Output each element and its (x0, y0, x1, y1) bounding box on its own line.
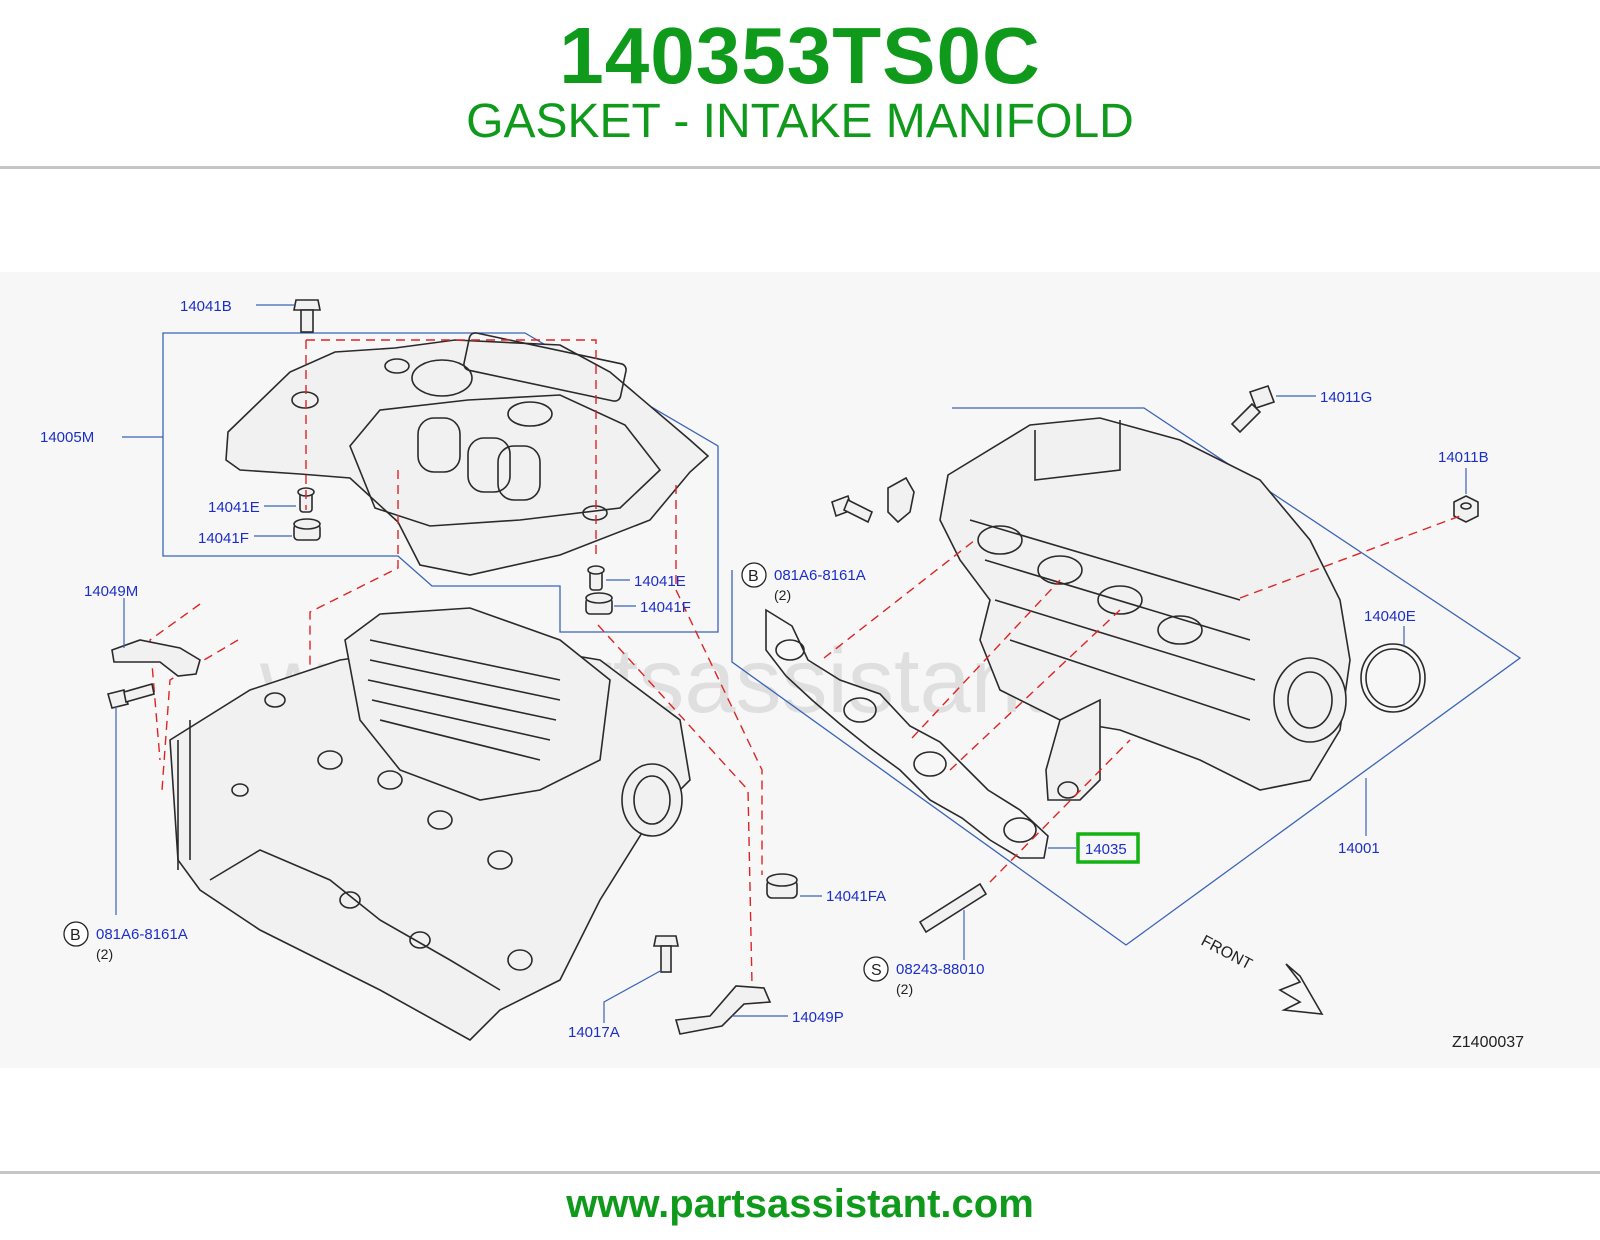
bolt-081A6-left (107, 682, 155, 709)
symbol-s: S (871, 962, 882, 979)
engine-cover-group (149, 299, 763, 986)
align-line-2 (306, 339, 597, 560)
grommet-14041F-right (585, 592, 613, 615)
cover-slot-1 (417, 417, 461, 473)
callout-14017A: 14017A (568, 1024, 620, 1041)
callout-14011B: 14011B (1438, 449, 1489, 466)
throttle-body-left (621, 763, 683, 837)
manifold-runner-lines (969, 519, 1256, 721)
align-line-3 (675, 485, 763, 875)
manifold-ribs (367, 639, 561, 761)
cover-logo-oval (507, 401, 553, 427)
bolt-081A6-right (831, 494, 874, 524)
footer-website-url[interactable]: www.partsassistant.com (566, 1182, 1034, 1226)
cover-mount-hole-2 (384, 358, 410, 374)
nut-14011B (1453, 495, 1479, 523)
callout-081A6-left-group: B 081A6-8161A (2) (63, 921, 188, 962)
bolt-14041B (293, 299, 321, 333)
page-header: 140353TS0C GASKET - INTAKE MANIFOLD (0, 0, 1600, 168)
callout-14041E-left: 14041E (208, 499, 260, 516)
header-divider (0, 166, 1600, 169)
diagram-reference-code: Z1400037 (1452, 1034, 1524, 1051)
callout-14041E-right: 14041E (634, 573, 686, 590)
align-line-8 (823, 539, 976, 659)
callout-14049P: 14049P (792, 1009, 844, 1026)
align-line-11 (989, 739, 1131, 883)
align-line-7 (161, 639, 239, 791)
callout-labels: 14041B 14005M 14041E 14041F 14041E 14041… (40, 298, 1524, 1051)
align-line-10 (949, 609, 1121, 771)
callout-14041FA: 14041FA (826, 888, 886, 905)
callout-081A6-right-group: B 081A6-8161A (2) (741, 562, 866, 603)
footer-divider (0, 1171, 1600, 1174)
grommet-14041FA (766, 873, 798, 899)
part-number-title: 140353TS0C (559, 11, 1041, 100)
symbol-b-right: B (748, 568, 759, 585)
callout-14049M: 14049M (84, 583, 138, 600)
manifold-support-leg (1045, 698, 1101, 801)
front-label: FRONT (1198, 933, 1255, 974)
bracket-14049M (111, 639, 201, 677)
callout-08243-88010: 08243-88010 (896, 961, 984, 978)
intake-manifold-group (731, 384, 1522, 946)
qty-081A6-left: (2) (96, 946, 113, 962)
manifold-throttle-flange (1273, 657, 1347, 743)
manifold-top-rail (1034, 420, 1121, 481)
leader-lines (115, 304, 1467, 1023)
callout-14041B: 14041B (180, 298, 232, 315)
callout-14041F-right: 14041F (640, 599, 691, 616)
cover-mount-hole-1 (291, 391, 319, 409)
callout-14040E: 14040E (1364, 608, 1416, 625)
highlight-box-14035 (1076, 832, 1140, 864)
align-line-9 (911, 579, 1061, 739)
cover-slot-2 (467, 437, 511, 493)
callout-14011G: 14011G (1320, 389, 1372, 406)
bolt-14017A (653, 935, 679, 973)
manifold-group-frame (731, 407, 1522, 946)
block-bracket (177, 720, 191, 870)
callout-081A6-right: 081A6-8161A (774, 567, 866, 584)
align-line-6 (149, 603, 201, 761)
grommet-14041F-left (293, 518, 321, 541)
callout-08243-group: S 08243-88010 (2) (863, 956, 984, 997)
cover-badge-plate (463, 332, 627, 402)
callout-14005M: 14005M (40, 429, 94, 446)
oil-cap-opening (411, 359, 473, 397)
qty-08243-88010: (2) (896, 981, 913, 997)
sensor-component (887, 476, 915, 524)
engine-block (169, 607, 691, 1041)
callout-14035: 14035 (1085, 841, 1127, 858)
callout-14001: 14001 (1338, 840, 1380, 857)
bolt-14011G (1230, 384, 1276, 434)
engine-cover (225, 339, 710, 576)
qty-081A6-right: (2) (774, 587, 791, 603)
stud-08243-88010 (918, 882, 988, 934)
symbol-b-left: B (70, 927, 81, 944)
callout-14041F-left: 14041F (198, 530, 249, 547)
engine-cover-panel (349, 394, 662, 527)
block-lower-edge (209, 849, 501, 991)
part-name-subtitle: GASKET - INTAKE MANIFOLD (466, 95, 1134, 148)
cover-slot-3 (497, 445, 541, 501)
intake-manifold (939, 417, 1351, 791)
bracket-14049P (674, 985, 772, 1035)
front-direction-arrow: FRONT (1198, 933, 1324, 1015)
align-line-4 (597, 624, 753, 986)
callout-081A6-left: 081A6-8161A (96, 926, 188, 943)
align-line-12 (1239, 515, 1461, 599)
cover-mount-hole-3 (582, 505, 608, 521)
gasket-intake-manifold (765, 608, 1049, 859)
collar-14041E-right (587, 565, 605, 591)
o-ring-14040E (1360, 643, 1426, 713)
